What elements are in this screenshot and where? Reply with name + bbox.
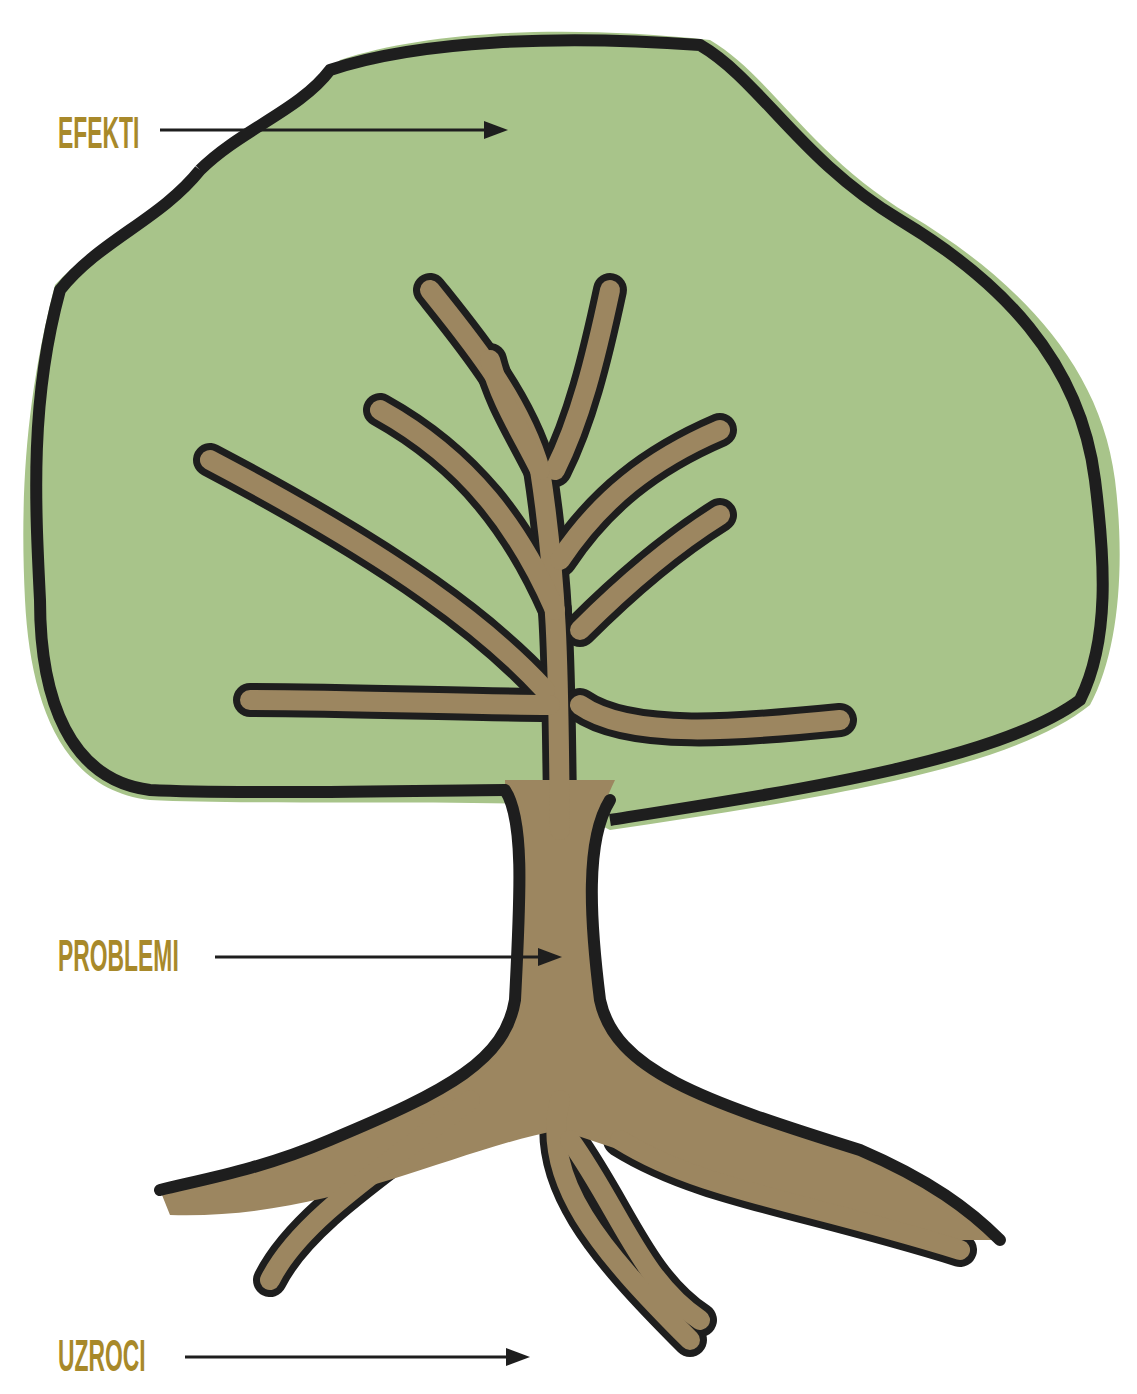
canopy-outline: [36, 40, 1103, 820]
leader-arrows: [160, 121, 562, 1366]
part-label: UZROCI: [58, 1334, 146, 1378]
part-label: EFEKTI: [58, 111, 139, 155]
trunk-outline: [160, 790, 1000, 1240]
branch-fill: [210, 290, 960, 1340]
canopy-fill: [23, 32, 1119, 830]
part-label: PROBLEMI: [58, 934, 179, 978]
